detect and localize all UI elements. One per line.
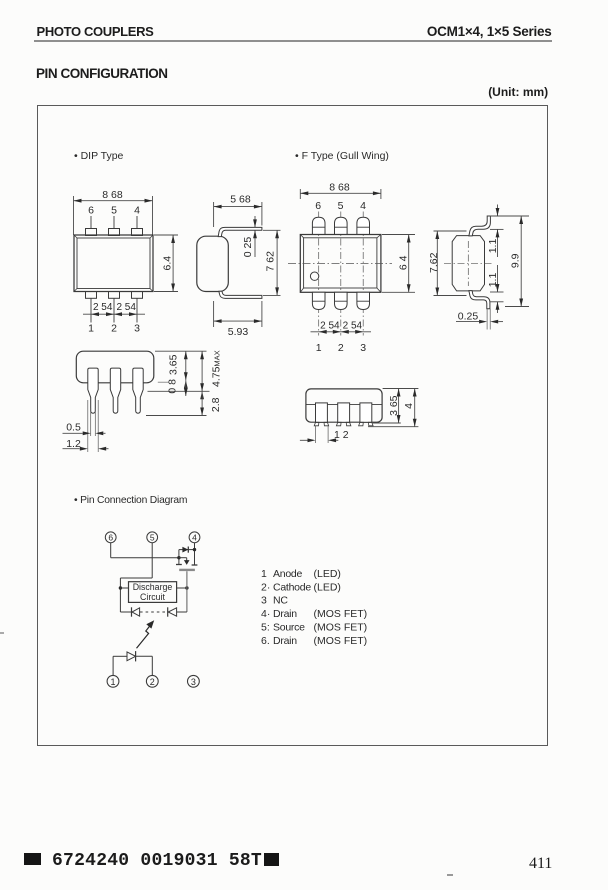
svg-text:NC: NC bbox=[273, 595, 288, 607]
svg-text:0 25: 0 25 bbox=[242, 237, 254, 258]
svg-text:5: 5 bbox=[150, 533, 155, 543]
svg-text:2 54: 2 54 bbox=[116, 302, 136, 313]
svg-text:• F Type (Gull Wing): • F Type (Gull Wing) bbox=[295, 150, 389, 162]
svg-text:2: 2 bbox=[111, 323, 117, 335]
svg-text:(MOS FET): (MOS FET) bbox=[314, 608, 368, 620]
svg-text:1.1: 1.1 bbox=[487, 239, 499, 254]
svg-text:3: 3 bbox=[261, 595, 267, 607]
svg-text:1: 1 bbox=[261, 568, 267, 580]
svg-text:4: 4 bbox=[192, 533, 197, 543]
svg-text:4·: 4· bbox=[261, 608, 270, 620]
svg-text:4: 4 bbox=[134, 205, 140, 217]
svg-text:7 62: 7 62 bbox=[265, 251, 277, 272]
svg-text:2.8: 2.8 bbox=[210, 397, 222, 412]
svg-text:9.9: 9.9 bbox=[510, 253, 522, 268]
svg-text:4: 4 bbox=[403, 403, 415, 409]
svg-text:6.: 6. bbox=[261, 635, 270, 647]
svg-text:6: 6 bbox=[88, 205, 94, 217]
svg-text:(LED): (LED) bbox=[314, 581, 341, 593]
svg-text:Drain: Drain bbox=[273, 635, 297, 647]
svg-text:5: 5 bbox=[338, 200, 344, 212]
svg-text:• Pin Connection Diagram: • Pin Connection Diagram bbox=[74, 495, 187, 506]
svg-text:3: 3 bbox=[191, 677, 196, 687]
svg-text:Drain: Drain bbox=[273, 608, 297, 620]
svg-text:3: 3 bbox=[134, 323, 140, 335]
svg-text:6 4: 6 4 bbox=[397, 255, 409, 270]
svg-text:3.65: 3.65 bbox=[167, 354, 179, 375]
svg-text:Discharge: Discharge bbox=[133, 582, 173, 592]
svg-text:8 68: 8 68 bbox=[329, 182, 350, 194]
svg-text:5.93: 5.93 bbox=[228, 326, 249, 338]
svg-text:6: 6 bbox=[315, 200, 321, 212]
svg-text:0.5: 0.5 bbox=[66, 421, 81, 433]
svg-text:1.1: 1.1 bbox=[487, 273, 499, 288]
svg-text:• DIP Type: • DIP Type bbox=[74, 150, 124, 162]
svg-text:7.62: 7.62 bbox=[428, 252, 440, 273]
svg-text:Anode: Anode bbox=[273, 568, 303, 580]
svg-text:3 65: 3 65 bbox=[388, 395, 400, 416]
svg-text:1: 1 bbox=[110, 677, 115, 687]
svg-text:1: 1 bbox=[88, 323, 94, 335]
svg-text:2: 2 bbox=[150, 677, 155, 687]
svg-text:2·: 2· bbox=[261, 581, 270, 593]
svg-text:2: 2 bbox=[338, 342, 344, 354]
svg-text:Cathode: Cathode bbox=[273, 581, 311, 593]
svg-text:4.75MAX: 4.75MAX bbox=[211, 350, 223, 387]
svg-text:1.2: 1.2 bbox=[66, 438, 81, 450]
svg-text:5: 5 bbox=[111, 205, 117, 217]
svg-text:Source: Source bbox=[273, 622, 305, 634]
svg-text:(MOS FET): (MOS FET) bbox=[314, 635, 368, 647]
svg-text:1 2: 1 2 bbox=[334, 429, 349, 441]
svg-text:8 68: 8 68 bbox=[102, 189, 123, 201]
svg-text:6: 6 bbox=[108, 533, 113, 543]
svg-text:5:: 5: bbox=[261, 622, 270, 634]
svg-text:(MOS FET): (MOS FET) bbox=[314, 622, 368, 634]
svg-text:Circuit: Circuit bbox=[140, 592, 165, 602]
svg-text:0 8: 0 8 bbox=[167, 379, 179, 394]
svg-text:1: 1 bbox=[316, 342, 322, 354]
svg-text:2 54: 2 54 bbox=[320, 321, 340, 332]
svg-text:4: 4 bbox=[360, 200, 366, 212]
svg-text:2 54: 2 54 bbox=[93, 302, 113, 313]
svg-text:(LED): (LED) bbox=[314, 568, 341, 580]
svg-text:5 68: 5 68 bbox=[230, 194, 251, 206]
svg-text:2 54: 2 54 bbox=[343, 321, 363, 332]
svg-text:6.4: 6.4 bbox=[162, 256, 174, 271]
svg-text:3: 3 bbox=[360, 342, 366, 354]
svg-text:0.25: 0.25 bbox=[458, 310, 479, 322]
